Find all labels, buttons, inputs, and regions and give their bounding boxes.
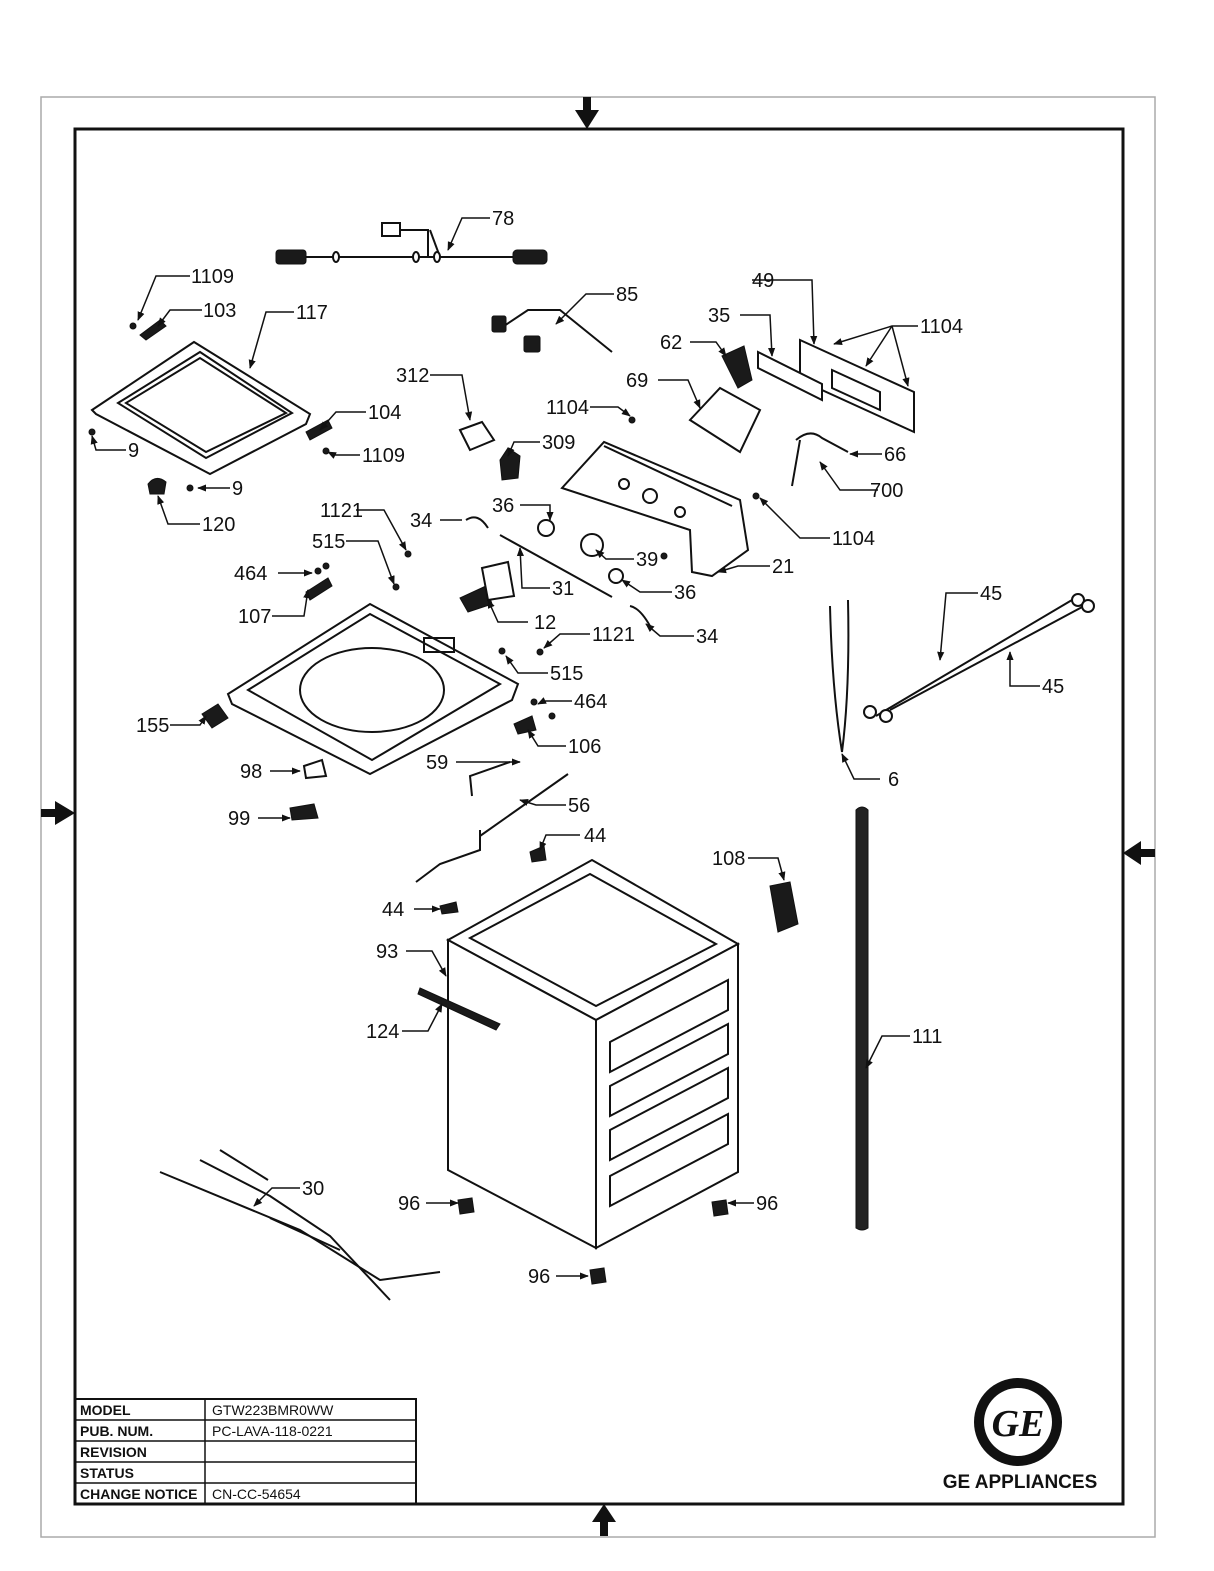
callout-30: 30 <box>302 1178 324 1200</box>
knobs-and-buttons <box>459 516 651 627</box>
callout-99: 99 <box>228 808 250 830</box>
hoses <box>829 593 1095 1231</box>
callout-1104-a: 1104 <box>920 316 963 338</box>
registration-arrows <box>41 97 1155 1536</box>
callout-9-b: 9 <box>232 478 243 500</box>
cabinet <box>417 858 799 1250</box>
callout-111: 111 <box>912 1026 942 1048</box>
callout-44-a: 44 <box>584 825 606 847</box>
callout-155: 155 <box>136 715 169 737</box>
callout-312: 312 <box>396 365 429 387</box>
callout-464-a: 464 <box>234 563 267 585</box>
callout-108: 108 <box>712 848 745 870</box>
callout-700: 700 <box>870 480 903 502</box>
callout-6: 6 <box>888 769 899 791</box>
lid-lock-harness <box>491 309 613 353</box>
control-panel-parts <box>458 338 915 487</box>
callout-107: 107 <box>238 606 271 628</box>
callout-12: 12 <box>534 612 556 634</box>
title-block-model-key: MODEL <box>80 1402 131 1418</box>
callout-31: 31 <box>552 578 574 600</box>
callout-117: 117 <box>296 302 328 324</box>
callout-103: 103 <box>203 300 236 322</box>
leveling-legs <box>457 1197 729 1285</box>
callout-45-b: 45 <box>1042 676 1064 698</box>
callout-56: 56 <box>568 795 590 817</box>
callout-21: 21 <box>772 556 794 578</box>
callout-66: 66 <box>884 444 906 466</box>
title-block-change-key: CHANGE NOTICE <box>80 1486 197 1502</box>
callout-59: 59 <box>426 752 448 774</box>
callout-39: 39 <box>636 549 658 571</box>
callout-1109-a: 1109 <box>191 266 234 288</box>
callout-96-b: 96 <box>756 1193 778 1215</box>
callout-1121-a: 1121 <box>320 500 363 522</box>
callout-9-a: 9 <box>128 440 139 462</box>
callout-464-b: 464 <box>574 691 607 713</box>
leader-lines <box>90 217 1040 1280</box>
callout-96-a: 96 <box>398 1193 420 1215</box>
svg-text:GE: GE <box>992 1403 1045 1445</box>
callout-49: 49 <box>752 270 774 292</box>
title-block-pub-key: PUB. NUM. <box>80 1423 153 1439</box>
callout-515-a: 515 <box>312 531 345 553</box>
title-block: MODEL GTW223BMR0WW PUB. NUM. PC-LAVA-118… <box>74 1398 417 1505</box>
callout-120: 120 <box>202 514 235 536</box>
callout-36-a: 36 <box>492 495 514 517</box>
callout-34-a: 34 <box>410 510 432 532</box>
ge-logo: GE <box>974 1378 1062 1466</box>
callout-104: 104 <box>368 402 401 424</box>
callout-34-b: 34 <box>696 626 718 648</box>
callout-45-a: 45 <box>980 583 1002 605</box>
callout-1121-b: 1121 <box>592 624 635 646</box>
callout-78: 78 <box>492 208 514 230</box>
title-block-model-value: GTW223BMR0WW <box>212 1402 334 1418</box>
callout-106: 106 <box>568 736 601 758</box>
callout-1109-b: 1109 <box>362 445 405 467</box>
callout-93: 93 <box>376 941 398 963</box>
callout-labels: 78 1109 103 117 85 49 35 1104 62 312 69 … <box>128 208 1064 1288</box>
power-cord-harness <box>275 222 548 265</box>
callout-1104-b: 1104 <box>546 397 589 419</box>
lid-assembly <box>90 340 312 476</box>
title-block-change-value: CN-CC-54654 <box>212 1486 301 1502</box>
callout-515-b: 515 <box>550 663 583 685</box>
console-backsplash <box>560 440 750 578</box>
title-block-revision-key: REVISION <box>80 1444 147 1460</box>
callout-35: 35 <box>708 305 730 327</box>
callout-36-b: 36 <box>674 582 696 604</box>
inner-frame <box>73 127 1125 1506</box>
wire-harness <box>159 1149 441 1301</box>
callout-96-c: 96 <box>528 1266 550 1288</box>
callout-85: 85 <box>616 284 638 306</box>
callout-69: 69 <box>626 370 648 392</box>
brand-name: GE APPLIANCES <box>943 1472 1098 1493</box>
title-block-status-key: STATUS <box>80 1465 134 1481</box>
callout-1104-c: 1104 <box>832 528 875 550</box>
callout-98: 98 <box>240 761 262 783</box>
callout-124: 124 <box>366 1021 399 1043</box>
top-cover <box>226 602 520 776</box>
callout-44-b: 44 <box>382 899 404 921</box>
callout-309: 309 <box>542 432 575 454</box>
callout-62: 62 <box>660 332 682 354</box>
title-block-pub-value: PC-LAVA-118-0221 <box>212 1423 333 1439</box>
